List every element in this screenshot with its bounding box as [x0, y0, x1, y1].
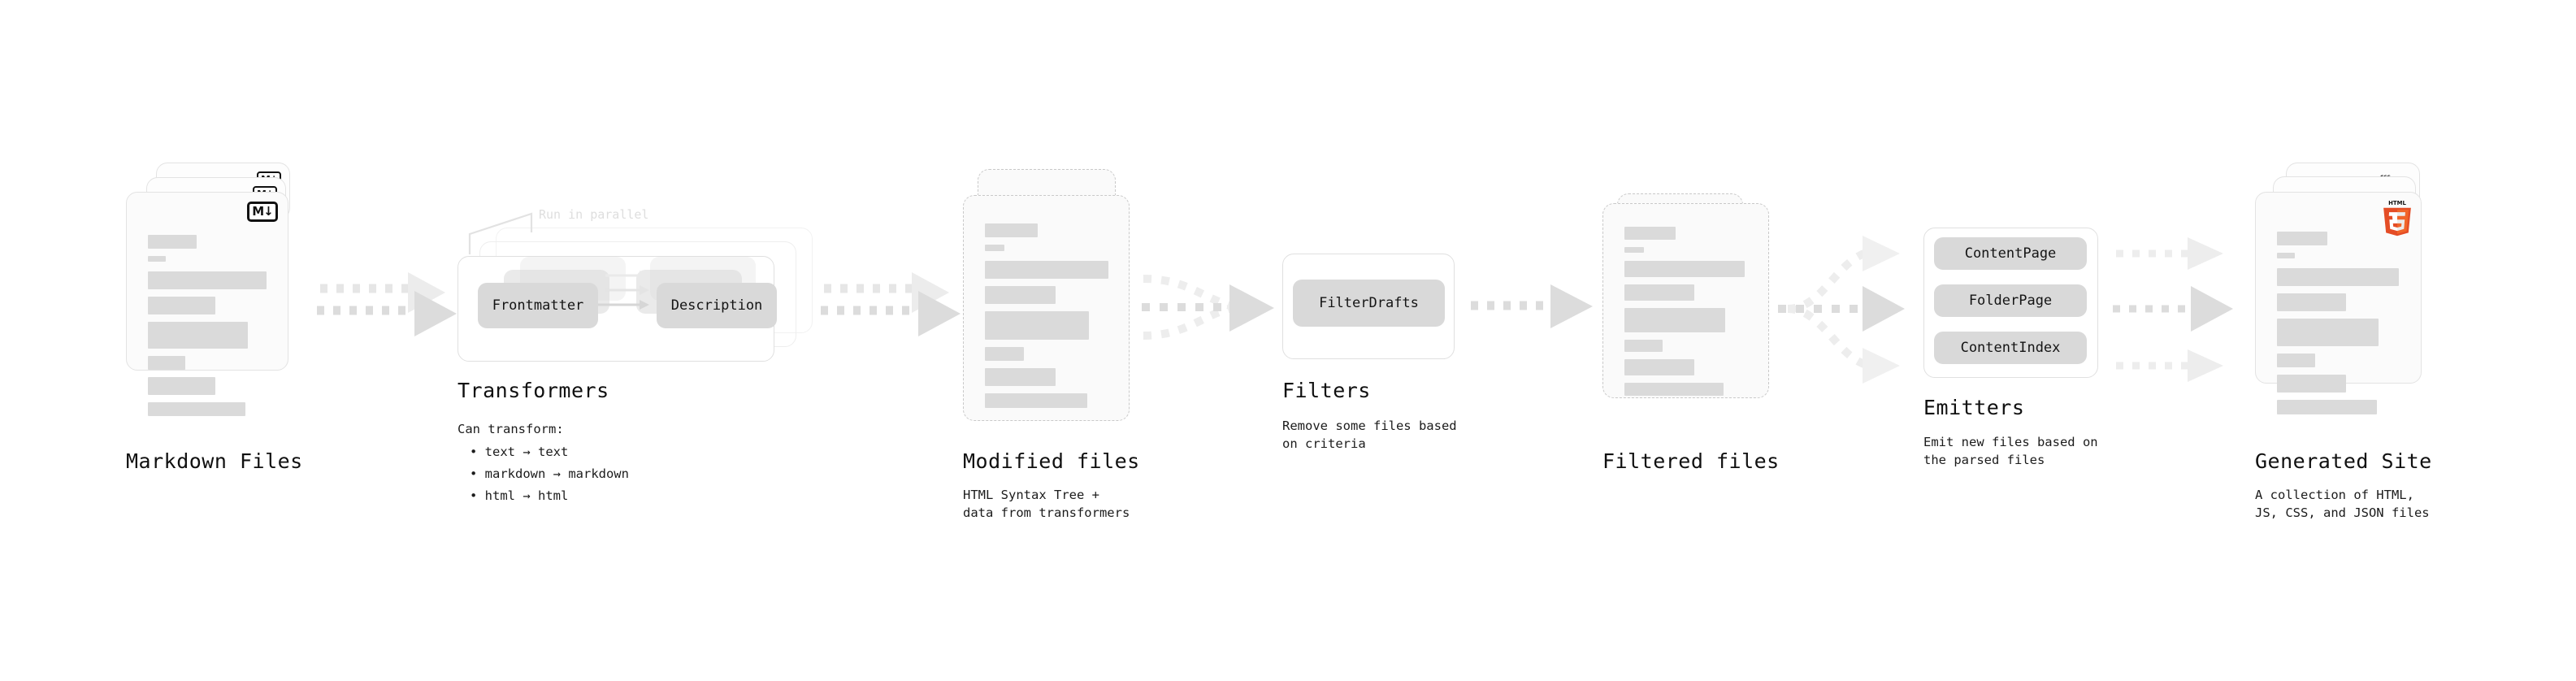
transformers-bullet-2: • html → html — [470, 488, 569, 503]
transformer-inner-arrows — [589, 271, 649, 310]
modified-card-front — [963, 195, 1130, 421]
filter-pill-filterdrafts[interactable]: FilterDrafts — [1293, 280, 1445, 327]
filtered-files-stack — [1602, 193, 1789, 421]
markdown-files-stack: M↓ M↓ M↓ — [126, 163, 313, 416]
transformers-bullet-1-text: markdown → markdown — [484, 466, 629, 481]
emitters-subtitle: Emit new files based on the parsed files — [1923, 435, 2098, 468]
filtered-content-lines — [1624, 227, 1752, 403]
connector-modified-to-filters — [1142, 275, 1274, 340]
connector-emitters-to-site — [2113, 237, 2233, 382]
modified-files-stack — [963, 169, 1150, 421]
markdown-icon: M↓ — [247, 202, 278, 222]
site-card-front: HTML — [2255, 192, 2422, 414]
transformer-pill-description[interactable]: Description — [657, 283, 777, 328]
html5-icon: HTML — [2383, 200, 2411, 236]
connector-filtered-to-emitters — [1778, 236, 1905, 384]
connector-filters-to-filtered — [1471, 284, 1593, 328]
markdown-content-lines — [148, 235, 271, 423]
generated-site-stack: CSS HTML — [2255, 163, 2450, 414]
transformers-bullet-1: • markdown → markdown — [470, 466, 629, 481]
emitter-pill-contentindex[interactable]: ContentIndex — [1934, 332, 2087, 364]
emitter-pill-folderpage[interactable]: FolderPage — [1934, 284, 2087, 317]
filters-subtitle: Remove some files based on criteria — [1282, 419, 1457, 452]
filtered-card-front — [1602, 203, 1769, 398]
transformer-pill-frontmatter[interactable]: Frontmatter — [478, 283, 598, 328]
modified-content-lines — [985, 223, 1112, 415]
generated-site-title: Generated Site — [2255, 449, 2432, 473]
modified-files-title: Modified files — [963, 449, 1140, 473]
filtered-files-title: Filtered files — [1602, 449, 1780, 473]
run-in-parallel-bracket — [468, 212, 533, 254]
markdown-card-front: M↓ — [126, 192, 288, 416]
transformers-title: Transformers — [458, 379, 609, 402]
emitter-pill-contentpage[interactable]: ContentPage — [1934, 237, 2087, 270]
connector-markdown-to-transformers — [317, 272, 457, 336]
transformers-bullet-0-text: text → text — [484, 445, 569, 459]
connector-transformers-to-modified — [821, 272, 961, 336]
filters-title: Filters — [1282, 379, 1371, 402]
markdown-files-title: Markdown Files — [126, 449, 303, 473]
emitters-title: Emitters — [1923, 396, 2025, 419]
site-content-lines — [2277, 232, 2405, 422]
transformers-subtitle: Can transform: — [458, 422, 564, 436]
modified-files-subtitle: HTML Syntax Tree + data from transformer… — [963, 488, 1130, 521]
transformers-bullet-0: • text → text — [470, 445, 569, 459]
generated-site-subtitle: A collection of HTML, JS, CSS, and JSON … — [2255, 488, 2430, 521]
run-in-parallel-label: Run in parallel — [539, 207, 649, 222]
svg-text:HTML: HTML — [2388, 200, 2406, 206]
transformers-bullet-2-text: html → html — [484, 488, 569, 503]
